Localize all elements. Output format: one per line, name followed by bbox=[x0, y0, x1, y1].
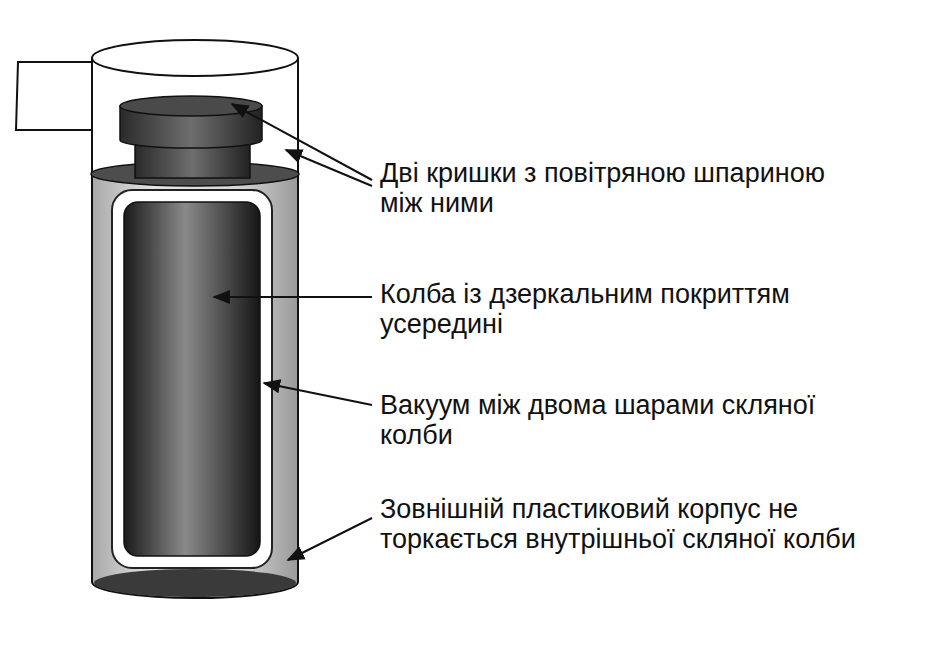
callout-label: Вакуум між двома шарами скляної колби bbox=[380, 390, 850, 450]
leader-line bbox=[232, 104, 372, 180]
mirrored-flask bbox=[124, 202, 260, 556]
leader-line bbox=[264, 383, 372, 405]
upper-cap-top bbox=[120, 96, 262, 116]
housing-bottom bbox=[94, 569, 296, 597]
callout-label: Колба із дзеркальним покриттям усередині bbox=[380, 279, 800, 339]
leader-line bbox=[214, 296, 372, 298]
leader-line bbox=[288, 518, 372, 560]
callout-label: Дві кришки з повітряною шпариною між ним… bbox=[380, 158, 850, 218]
housing-top bbox=[92, 40, 298, 76]
outer-housing bbox=[92, 172, 298, 598]
callout-label: Зовнішній пластиковий корпус не торкаєть… bbox=[380, 494, 860, 554]
glass-flask-outer bbox=[112, 190, 272, 568]
handle bbox=[16, 62, 92, 130]
leader-line bbox=[286, 150, 372, 186]
leader-lines bbox=[214, 104, 372, 560]
